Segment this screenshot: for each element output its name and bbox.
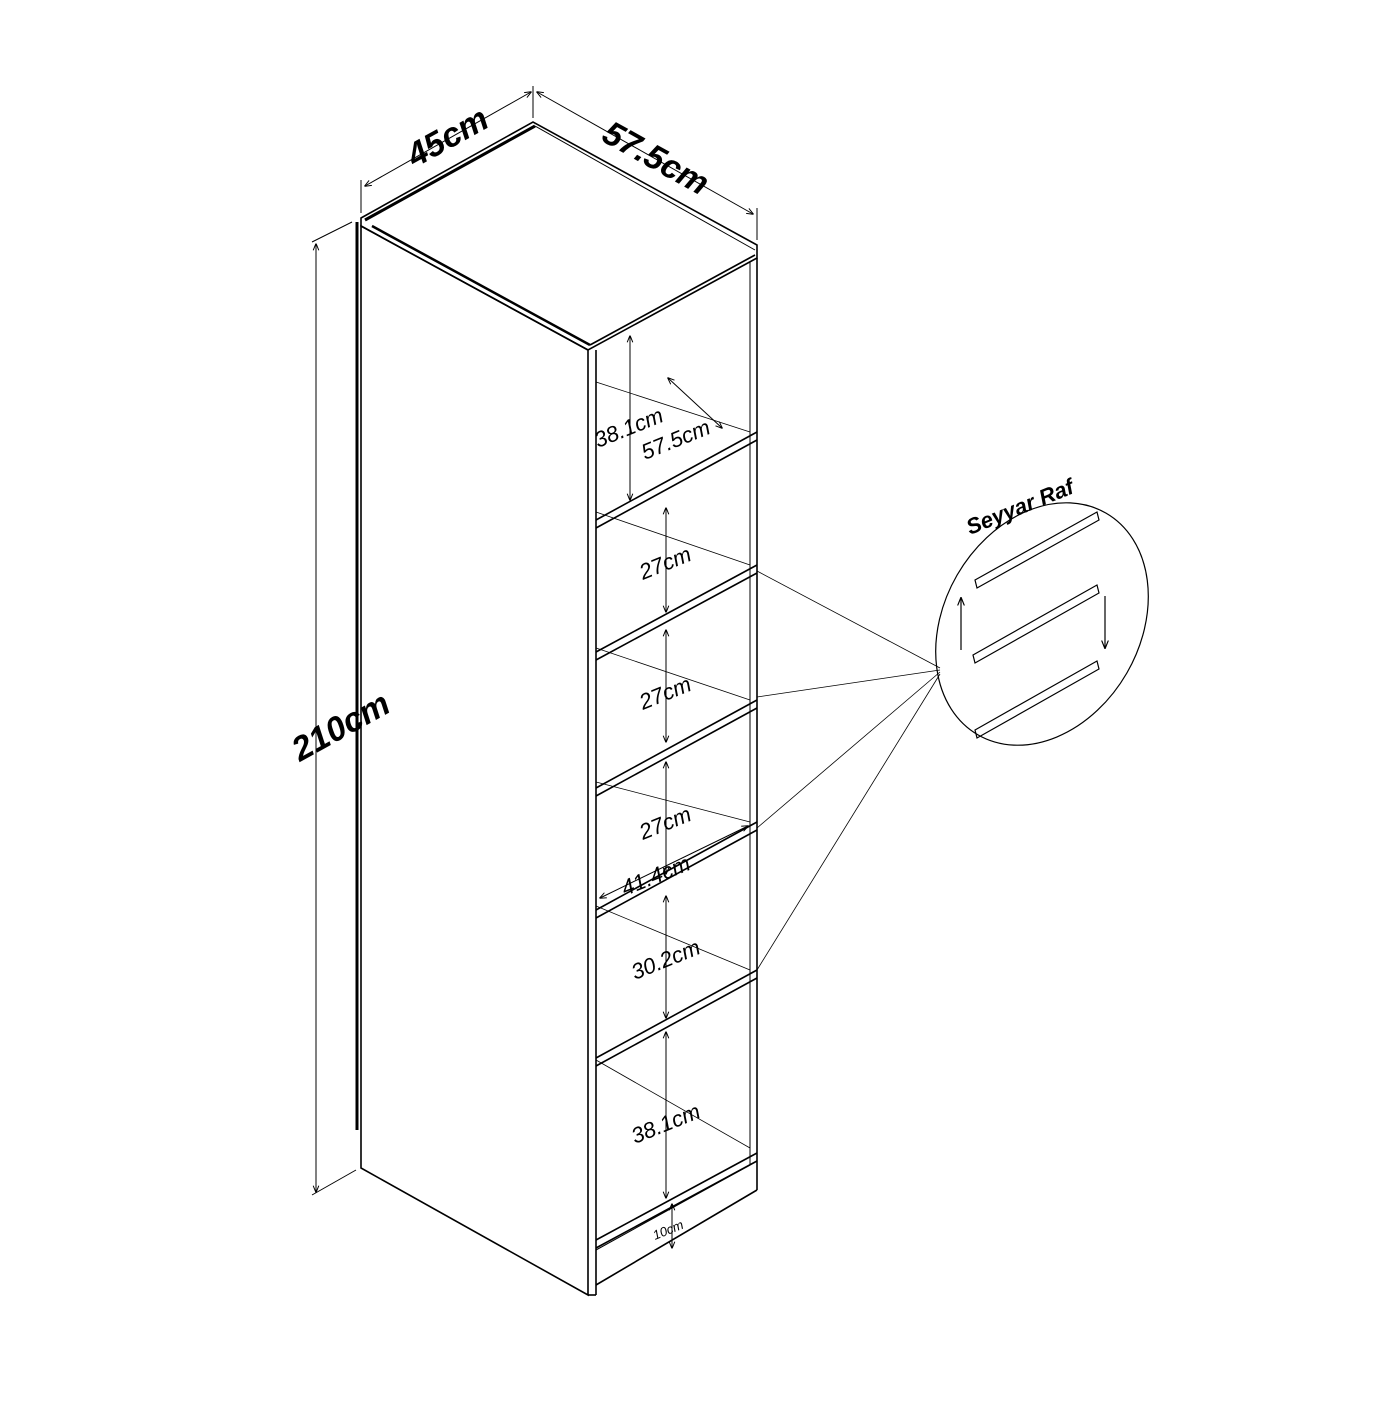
compartment-labels: 38.1cm 57.5cm 27cm 27cm 27cm 41.4cm 30.2… — [591, 402, 714, 1242]
second-label: 27cm — [635, 541, 695, 585]
shelf-5 — [595, 905, 758, 1067]
detail-leader-lines — [756, 570, 941, 971]
detail-label: Seyyar Raf — [963, 473, 1080, 540]
side-panel — [360, 224, 589, 1297]
shelf-3 — [595, 647, 758, 797]
shelf-4 — [595, 781, 758, 919]
inner-width-label: 41.4cm — [618, 850, 694, 900]
detail-circle — [935, 502, 1149, 746]
third-label: 27cm — [635, 671, 695, 715]
fourth-label: 27cm — [635, 801, 695, 845]
plinth-label: 10cm — [651, 1217, 686, 1243]
compartment-dimensions — [600, 336, 748, 1248]
shelf-6 — [595, 1059, 758, 1249]
shelf-1 — [595, 381, 758, 529]
height-label: 210cm — [285, 684, 397, 769]
shelf-2 — [595, 511, 758, 661]
width-label: 45cm — [400, 100, 495, 176]
overall-dimensions — [311, 86, 758, 1196]
overall-dimension-labels: 45cm 57.5cm 210cm — [285, 100, 716, 770]
